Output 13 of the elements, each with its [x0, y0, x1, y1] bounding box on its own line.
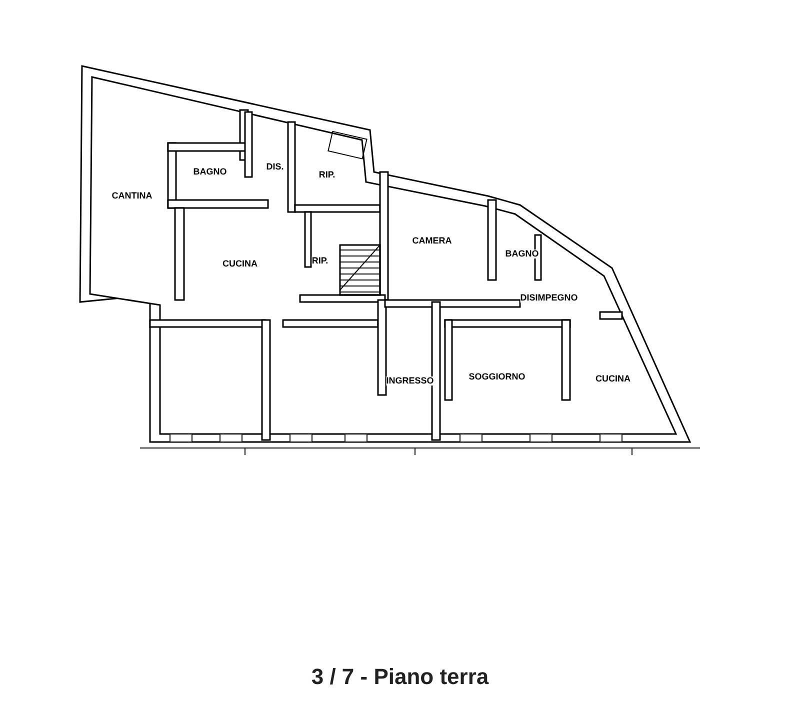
- room-label: RIP.: [318, 170, 336, 180]
- caption: 3 / 7 - Piano terra: [310, 663, 490, 691]
- room-label: CUCINA: [596, 374, 630, 384]
- room-label: DISIMPEGNO: [520, 294, 578, 302]
- room-label: DIS.: [266, 162, 284, 172]
- room-label: RIP.: [312, 256, 328, 266]
- room-label: CANTINA: [112, 192, 152, 200]
- room-label: INGRESSO: [386, 376, 434, 386]
- room-label: BAGNO: [193, 168, 227, 176]
- room-label: SOGGIORNO: [468, 372, 526, 382]
- room-label: BAGNO: [505, 250, 539, 258]
- room-label: CAMERA: [412, 236, 452, 246]
- room-label: CUCINA: [222, 260, 258, 268]
